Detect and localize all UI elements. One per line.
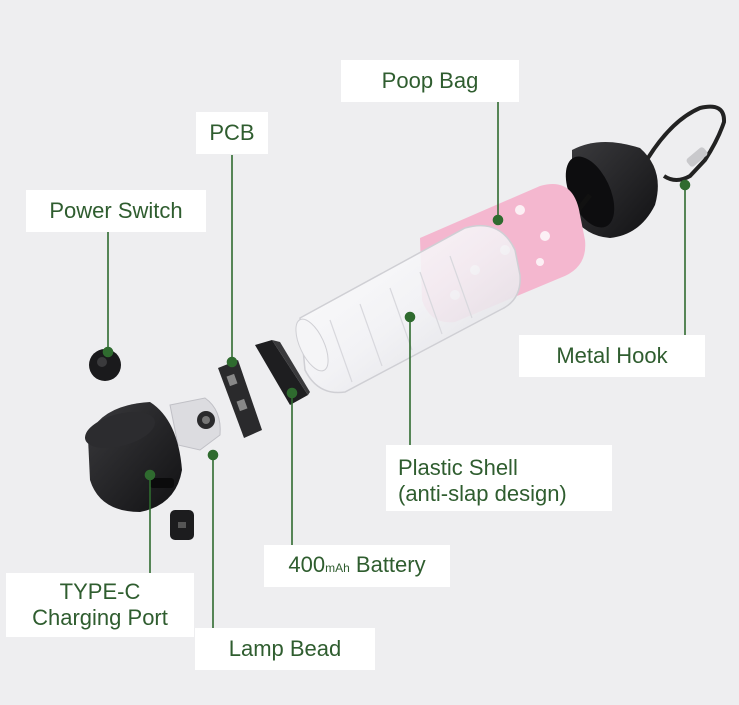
power-switch-knob	[89, 349, 121, 381]
label-plastic-shell: Plastic Shell (anti-slap design)	[386, 445, 612, 511]
label-poop-bag-text: Poop Bag	[381, 68, 479, 93]
lamp-bead	[169, 397, 221, 451]
label-battery-text: 400mAh Battery	[288, 552, 425, 581]
label-pcb: PCB	[196, 112, 268, 154]
label-type-c-line1: TYPE-C	[59, 579, 141, 604]
dot-battery	[286, 387, 298, 399]
dot-plastic-shell	[404, 311, 416, 323]
top-cap	[565, 141, 658, 238]
battery-value: 400	[288, 551, 326, 577]
carabiner-icon	[646, 104, 727, 182]
dot-pcb	[226, 356, 238, 368]
label-lamp-bead-text: Lamp Bead	[228, 636, 342, 661]
label-power-switch: Power Switch	[26, 190, 206, 232]
label-lamp-bead: Lamp Bead	[195, 628, 375, 670]
battery-unit: mAh	[325, 560, 350, 575]
dot-power-switch	[102, 346, 114, 358]
bottom-cap	[84, 402, 182, 512]
dot-lamp-bead	[207, 449, 219, 461]
dot-metal-hook	[679, 179, 691, 191]
label-battery: 400mAh Battery	[264, 545, 450, 587]
label-type-c-line2: Charging Port	[32, 605, 168, 630]
battery-word: Battery	[349, 551, 426, 577]
dot-poop-bag	[492, 214, 504, 226]
leader-lines	[102, 102, 691, 630]
type-c-cover	[170, 510, 194, 540]
label-poop-bag: Poop Bag	[341, 60, 519, 102]
label-type-c: TYPE-C Charging Port	[6, 573, 194, 637]
label-pcb-text: PCB	[209, 120, 255, 145]
label-power-switch-text: Power Switch	[49, 198, 183, 223]
label-metal-hook-text: Metal Hook	[556, 343, 668, 368]
dot-type-c	[144, 469, 156, 481]
plastic-shell	[295, 224, 521, 394]
pcb	[218, 360, 262, 438]
label-plastic-shell-line2: (anti-slap design)	[398, 481, 567, 506]
label-plastic-shell-line1: Plastic Shell	[398, 455, 518, 480]
label-metal-hook: Metal Hook	[519, 335, 705, 377]
